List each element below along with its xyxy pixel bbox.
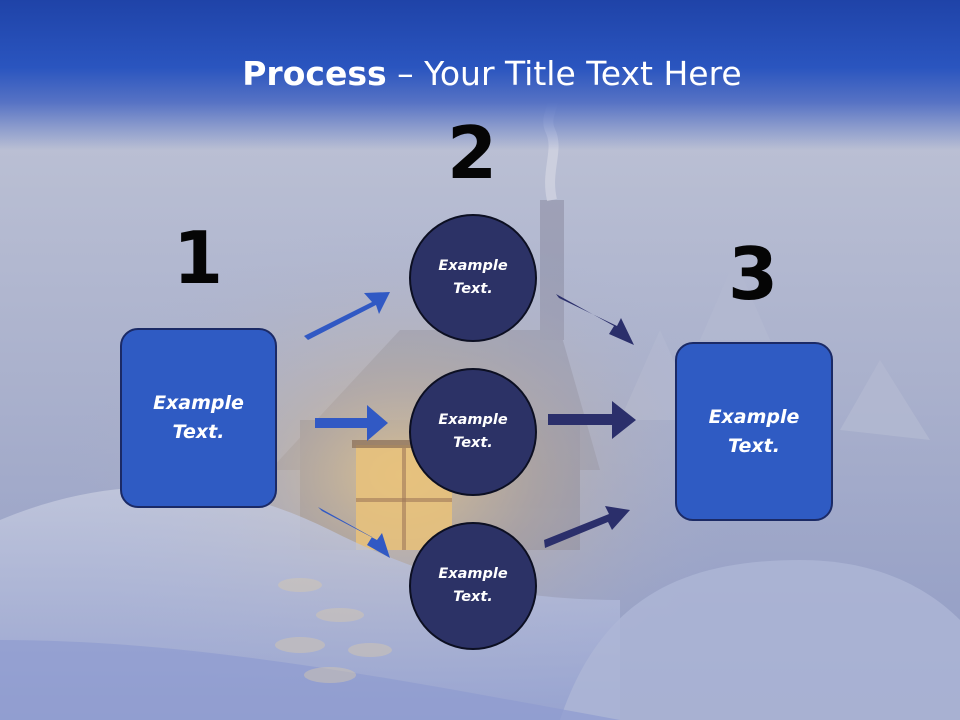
arrow-right-down: [544, 506, 630, 548]
step-number-3: 3: [727, 232, 779, 316]
slide-title: Process – Your Title Text Here: [0, 52, 960, 96]
title-bar: [0, 0, 960, 150]
arrow-left-up: [304, 292, 390, 340]
step-number-1: 1: [172, 216, 224, 300]
title-rest-part: – Your Title Text Here: [386, 54, 742, 93]
circle-bottom[interactable]: Example Text.: [409, 522, 537, 650]
left-box-label: Example Text.: [153, 392, 244, 443]
circle-middle[interactable]: Example Text.: [409, 368, 537, 496]
arrow-left-mid: [315, 405, 388, 441]
circle-top[interactable]: Example Text.: [409, 214, 537, 342]
circle-top-label: Example Text.: [438, 258, 508, 297]
arrow-left-down: [318, 507, 390, 558]
arrow-right-up: [556, 294, 634, 345]
circle-bottom-label: Example Text.: [438, 566, 508, 605]
arrow-right-mid: [548, 401, 636, 439]
left-box[interactable]: Example Text.: [120, 328, 277, 508]
step-number-2: 2: [446, 111, 498, 195]
circle-middle-label: Example Text.: [438, 412, 508, 451]
title-bold-part: Process: [242, 54, 387, 93]
right-box[interactable]: Example Text.: [675, 342, 833, 521]
right-box-label: Example Text.: [708, 405, 800, 457]
